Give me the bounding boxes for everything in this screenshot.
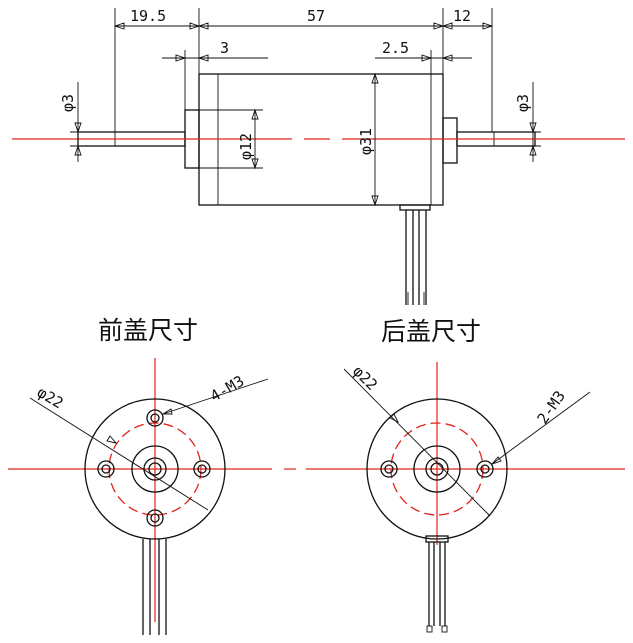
front-hole-bottom: [146, 509, 164, 527]
dim-dia-3-right: φ3: [514, 94, 532, 112]
dim-57: 57: [307, 7, 325, 25]
front-thread-label: 4-M3: [207, 372, 247, 406]
front-hole-left: [97, 460, 115, 478]
dim-dia-12: φ12: [237, 133, 255, 160]
front-hole-right: [193, 460, 211, 478]
rear-cover-outline: [366, 398, 508, 540]
rear-thread-label: 2-M3: [534, 387, 569, 427]
dim-12: 12: [453, 7, 471, 25]
rear-dim-dia-22: φ22: [349, 362, 381, 394]
dim-19-5: 19.5: [130, 7, 166, 25]
rear-boss: [442, 117, 458, 164]
front-dim-dia-22: φ22: [34, 383, 66, 412]
rear-lead-wires: [425, 535, 449, 633]
front-cover-view: φ22 4-M3: [29, 358, 269, 635]
front-lead-wires: [142, 539, 167, 635]
dim-3: 3: [220, 39, 229, 57]
front-bolt-circle: [108, 422, 202, 516]
side-view: 19.5 57 12 3 2.5 φ3 φ3 φ12 φ31: [12, 7, 625, 305]
front-cover-outline: [84, 398, 226, 540]
side-lead-wires: [399, 204, 431, 305]
front-hole-top: [146, 409, 164, 427]
dim-dia-31: φ31: [357, 128, 375, 155]
rear-hole-right: [476, 460, 494, 478]
caption-front-cover: 前盖尺寸: [98, 316, 198, 345]
rear-hole-left: [380, 460, 398, 478]
rear-bolt-circle: [390, 422, 484, 516]
caption-rear-cover: 后盖尺寸: [381, 317, 481, 346]
dim-dia-3-left: φ3: [59, 94, 77, 112]
rear-cover-view: φ22 2-M3: [343, 362, 591, 633]
dim-2-5: 2.5: [382, 39, 409, 57]
